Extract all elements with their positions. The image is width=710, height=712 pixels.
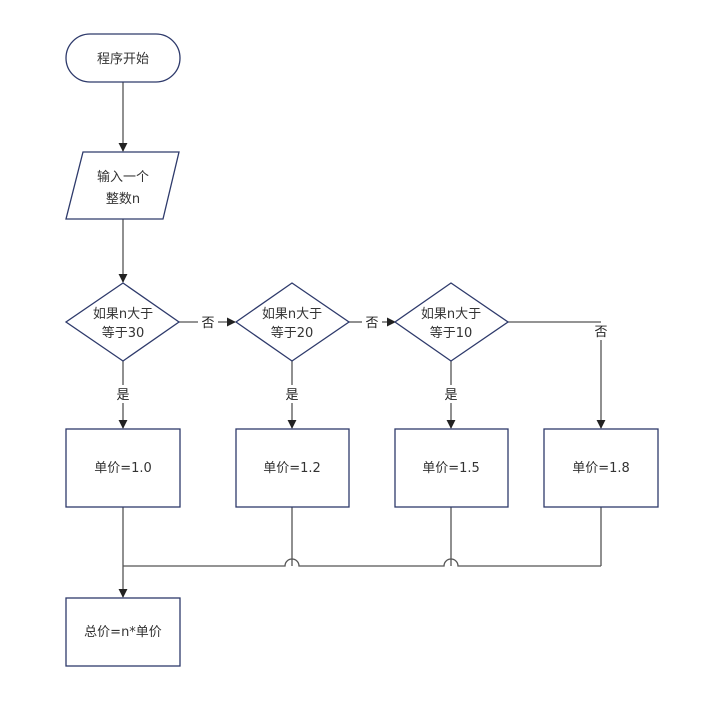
diamond-shape xyxy=(234,282,351,362)
node-price12: 单价=1.2 xyxy=(235,428,350,508)
node-cond30: 如果n大于 等于30 xyxy=(64,282,181,362)
edge-label-yes-cond10: 是 xyxy=(444,388,457,403)
node-input-text-line1: 输入一个 xyxy=(97,169,149,185)
node-price15-text: 单价=1.5 xyxy=(422,461,480,476)
node-price10: 单价=1.0 xyxy=(65,428,181,508)
node-cond10-text-line1: 如果n大于 xyxy=(421,306,481,322)
nodes: 程序开始 输入一个 整数n 如果n大于 等于30 如果n大于 等于20 如果n大… xyxy=(64,33,659,667)
node-input-text-line2: 整数n xyxy=(106,192,140,207)
diamond-shape xyxy=(64,282,181,362)
process-shape xyxy=(65,597,181,667)
node-start-text: 程序开始 xyxy=(97,52,149,67)
node-cond20-text-line2: 等于20 xyxy=(271,325,314,341)
node-price10-text: 单价=1.0 xyxy=(94,461,152,476)
node-cond30-text-line2: 等于30 xyxy=(102,325,145,341)
process-shape xyxy=(394,428,509,508)
node-input: 输入一个 整数n xyxy=(65,151,180,220)
edge-label-no-cond30: 否 xyxy=(201,316,214,331)
process-shape xyxy=(543,428,659,508)
node-price18: 单价=1.8 xyxy=(543,428,659,508)
node-price15: 单价=1.5 xyxy=(394,428,509,508)
process-shape xyxy=(65,428,181,508)
edge-labels: 否 否 否 是 是 是 xyxy=(116,316,607,403)
edge-label-no-cond20: 否 xyxy=(365,316,378,331)
edge-label-yes-cond20: 是 xyxy=(285,388,298,403)
node-price12-text: 单价=1.2 xyxy=(263,461,321,476)
node-cond20: 如果n大于 等于20 xyxy=(234,282,351,362)
process-shape xyxy=(235,428,350,508)
edges xyxy=(118,82,606,598)
edge-merge-line xyxy=(123,558,601,567)
edge-label-no-cond10: 否 xyxy=(594,325,607,340)
node-cond20-text-line1: 如果n大于 xyxy=(262,306,322,322)
node-total: 总价=n*单价 xyxy=(65,597,181,667)
edge-label-yes-cond30: 是 xyxy=(116,388,129,403)
node-start: 程序开始 xyxy=(65,33,181,83)
node-cond10: 如果n大于 等于10 xyxy=(393,282,510,362)
terminator-shape xyxy=(65,33,181,83)
diamond-shape xyxy=(393,282,510,362)
node-cond10-text-line2: 等于10 xyxy=(430,325,473,341)
node-total-text: 总价=n*单价 xyxy=(84,625,162,640)
node-price18-text: 单价=1.8 xyxy=(572,461,630,476)
node-cond30-text-line1: 如果n大于 xyxy=(93,306,153,322)
parallelogram-shape xyxy=(65,151,180,220)
